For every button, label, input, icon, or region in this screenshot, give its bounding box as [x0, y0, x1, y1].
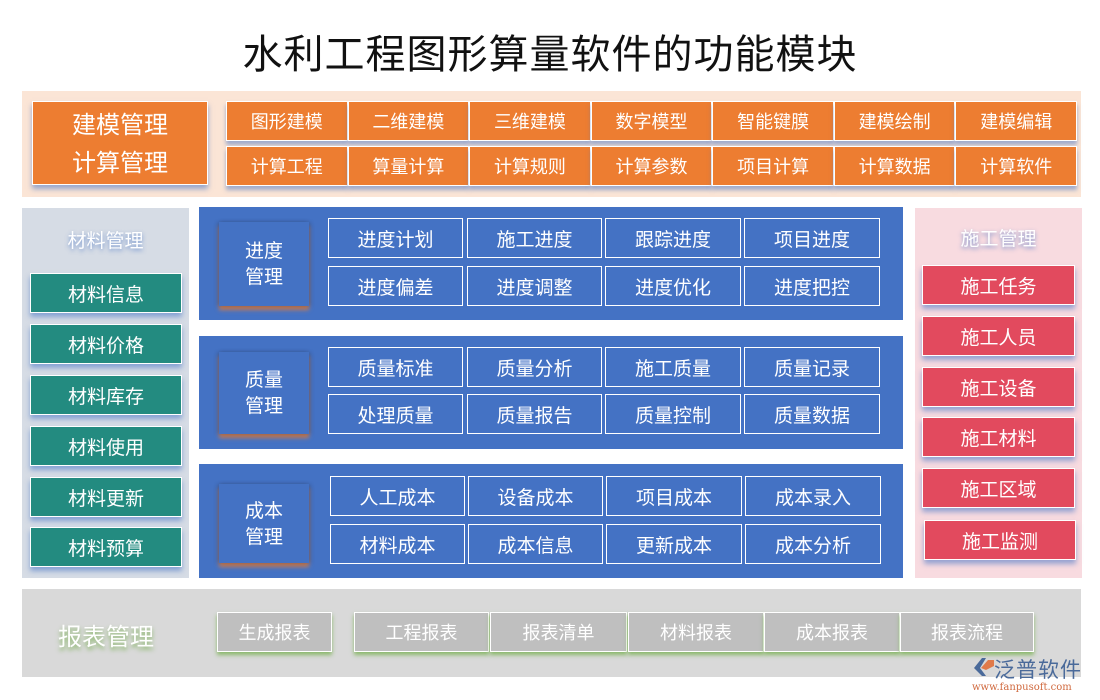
- cost-item[interactable]: 人工成本: [330, 476, 465, 516]
- reports-item[interactable]: 工程报表: [354, 612, 489, 652]
- modeling-item[interactable]: 二维建模: [347, 101, 470, 141]
- brand-logo: 泛普软件 www.fanpusoft.com: [972, 654, 1097, 698]
- progress-item[interactable]: 施工进度: [467, 218, 602, 258]
- reports-item[interactable]: 报表清单: [490, 612, 627, 652]
- cost-item[interactable]: 更新成本: [606, 524, 742, 564]
- calc-item[interactable]: 计算参数: [590, 146, 713, 186]
- materials-item[interactable]: 材料使用: [30, 426, 182, 466]
- progress-label[interactable]: 进度 管理: [219, 222, 309, 306]
- reports-item[interactable]: 材料报表: [628, 612, 764, 652]
- progress-item[interactable]: 进度计划: [328, 218, 463, 258]
- progress-item[interactable]: 项目进度: [744, 218, 880, 258]
- progress-label-line2: 管理: [244, 266, 283, 288]
- reports-item[interactable]: 成本报表: [764, 612, 900, 652]
- quality-label[interactable]: 质量 管理: [219, 352, 309, 434]
- calc-item[interactable]: 计算工程: [226, 146, 348, 186]
- logo-name: 泛普软件: [994, 658, 1082, 682]
- modeling-row: 图形建模 二维建模 三维建模 数字模型 智能键膜 建模绘制 建模编辑: [226, 101, 1078, 141]
- calc-item[interactable]: 项目计算: [712, 146, 834, 186]
- materials-item[interactable]: 材料库存: [30, 375, 182, 415]
- modeling-item[interactable]: 图形建模: [226, 101, 348, 141]
- cost-label-line2: 管理: [244, 525, 283, 548]
- modeling-management-label: 建模管理: [72, 111, 168, 139]
- modeling-item[interactable]: 数字模型: [590, 101, 713, 141]
- progress-item[interactable]: 跟踪进度: [605, 218, 741, 258]
- reports-item[interactable]: 报表流程: [900, 612, 1034, 652]
- construction-item[interactable]: 施工人员: [922, 316, 1075, 356]
- quality-item[interactable]: 质量标准: [328, 347, 463, 387]
- logo-url: www.fanpusoft.com: [972, 682, 1072, 693]
- materials-item[interactable]: 材料价格: [30, 324, 182, 364]
- modeling-item[interactable]: 建模绘制: [833, 101, 956, 141]
- quality-item[interactable]: 质量控制: [605, 394, 741, 434]
- page-title: 水利工程图形算量软件的功能模块: [242, 32, 858, 78]
- progress-item[interactable]: 进度把控: [744, 266, 880, 306]
- modeling-item[interactable]: 建模编辑: [955, 101, 1078, 141]
- progress-item[interactable]: 进度偏差: [328, 266, 463, 306]
- progress-item[interactable]: 进度调整: [467, 266, 602, 306]
- calc-item[interactable]: 计算软件: [955, 146, 1078, 186]
- cost-item[interactable]: 设备成本: [468, 476, 603, 516]
- construction-item[interactable]: 施工材料: [922, 417, 1075, 457]
- modeling-item[interactable]: 三维建模: [469, 101, 591, 141]
- progress-label-line1: 进度: [244, 240, 283, 262]
- construction-item[interactable]: 施工设备: [922, 367, 1075, 407]
- materials-title: 材料管理: [67, 230, 144, 252]
- quality-item[interactable]: 质量记录: [744, 347, 880, 387]
- construction-title: 施工管理: [960, 228, 1037, 250]
- quality-label-line1: 质量: [244, 369, 283, 391]
- calc-item[interactable]: 计算数据: [833, 146, 956, 186]
- construction-item[interactable]: 施工监测: [924, 520, 1076, 560]
- materials-item[interactable]: 材料更新: [30, 477, 182, 517]
- cost-label-line1: 成本: [244, 499, 283, 522]
- construction-item[interactable]: 施工任务: [922, 265, 1075, 305]
- quality-item[interactable]: 质量数据: [744, 394, 880, 434]
- quality-label-line2: 管理: [244, 395, 283, 417]
- construction-item[interactable]: 施工区域: [922, 468, 1075, 508]
- cost-label[interactable]: 成本 管理: [219, 484, 309, 563]
- cost-item[interactable]: 成本信息: [468, 524, 603, 564]
- cost-item[interactable]: 材料成本: [330, 524, 465, 564]
- cost-item[interactable]: 成本录入: [745, 476, 881, 516]
- progress-item[interactable]: 进度优化: [605, 266, 741, 306]
- calc-item[interactable]: 算量计算: [347, 146, 470, 186]
- cost-item[interactable]: 项目成本: [606, 476, 742, 516]
- calc-item[interactable]: 计算规则: [469, 146, 591, 186]
- reports-title: 报表管理: [58, 623, 154, 651]
- quality-item[interactable]: 施工质量: [605, 347, 741, 387]
- materials-item[interactable]: 材料预算: [30, 527, 182, 567]
- calc-row: 计算工程 算量计算 计算规则 计算参数 项目计算 计算数据 计算软件: [226, 146, 1078, 186]
- reports-item[interactable]: 生成报表: [217, 612, 332, 652]
- cost-item[interactable]: 成本分析: [745, 524, 881, 564]
- quality-item[interactable]: 质量分析: [467, 347, 602, 387]
- calc-management-label: 计算管理: [72, 149, 168, 177]
- modeling-item[interactable]: 智能键膜: [712, 101, 834, 141]
- modeling-calc-main-label[interactable]: 建模管理 计算管理: [32, 101, 208, 185]
- logo-mark-icon: [974, 658, 994, 676]
- materials-item[interactable]: 材料信息: [30, 273, 182, 313]
- quality-item[interactable]: 处理质量: [328, 394, 463, 434]
- quality-item[interactable]: 质量报告: [467, 394, 602, 434]
